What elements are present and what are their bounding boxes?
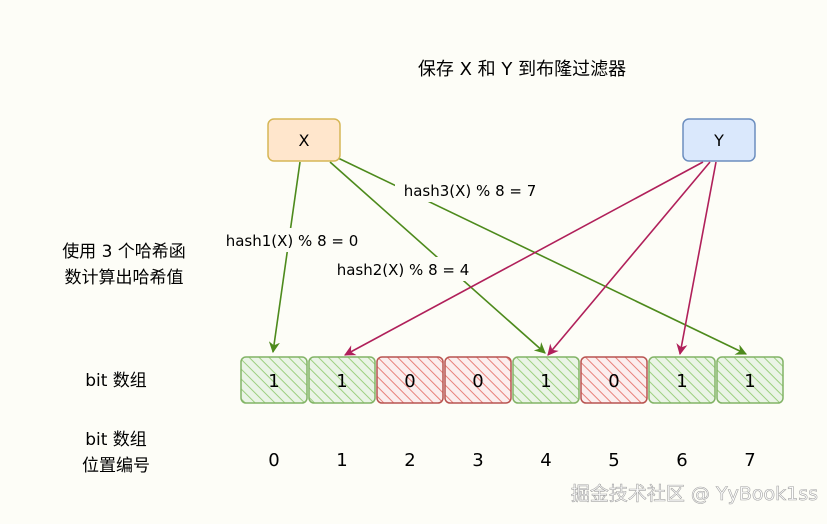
position-number-6: 6 xyxy=(676,450,687,471)
position-number-4: 4 xyxy=(540,450,551,471)
bit-cell-box-6 xyxy=(648,356,716,404)
x-node: X xyxy=(267,118,341,162)
bit-cell-box-2 xyxy=(376,356,444,404)
bit-cell-box-5 xyxy=(580,356,648,404)
bit-value-0: 1 xyxy=(268,371,279,392)
arrow-x-to-bit-0 xyxy=(268,161,301,354)
bit-value-4: 1 xyxy=(540,371,551,392)
bit-array: 1 1 0 0 1 0 1 1 xyxy=(240,356,784,404)
bit-cell-box-1 xyxy=(308,356,376,404)
bit-array-label: bit 数组 xyxy=(85,371,147,391)
bit-cell-1: 1 xyxy=(308,356,376,404)
bit-cell-0: 1 xyxy=(240,356,308,404)
diagram-title: 保存 X 和 Y 到布隆过滤器 xyxy=(418,59,626,80)
bit-cell-3: 0 xyxy=(444,356,512,404)
x-node-label: X xyxy=(299,131,310,150)
y-node-label: Y xyxy=(713,131,724,150)
bit-value-2: 0 xyxy=(404,371,415,392)
bit-cell-box-0 xyxy=(240,356,308,404)
bit-value-3: 0 xyxy=(472,371,483,392)
hash-note-line-1: 使用 3 个哈希函 xyxy=(62,241,186,262)
bit-cell-box-3 xyxy=(444,356,512,404)
position-number-5: 5 xyxy=(608,450,619,471)
hash3-label: hash3(X) % 8 = 7 xyxy=(404,182,537,200)
bit-cell-7: 1 xyxy=(716,356,784,404)
hash-label-h2: hash2(X) % 8 = 4 xyxy=(329,257,477,281)
arrow-y-to-bit-6 xyxy=(676,161,717,356)
bit-value-1: 1 xyxy=(336,371,347,392)
position-number-0: 0 xyxy=(268,450,279,471)
bit-value-5: 0 xyxy=(608,371,619,392)
hash1-label: hash1(X) % 8 = 0 xyxy=(226,232,359,250)
arrow-y-to-bit-1 xyxy=(344,161,704,356)
position-numbers: 0 1 2 3 4 5 6 7 xyxy=(268,450,755,471)
arrow-y-to-bit-4 xyxy=(547,161,711,356)
hash-note-line-2: 数计算出哈希值 xyxy=(65,268,184,288)
position-number-3: 3 xyxy=(472,450,483,471)
position-number-1: 1 xyxy=(336,450,347,471)
position-label-line-2: 位置编号 xyxy=(82,456,150,476)
hash2-label: hash2(X) % 8 = 4 xyxy=(337,261,470,279)
bit-cell-box-7 xyxy=(716,356,784,404)
watermark: 掘金技术社区 @ YyBook1ss xyxy=(571,483,818,505)
position-label-line-1: bit 数组 xyxy=(85,430,147,450)
bit-value-6: 1 xyxy=(676,371,687,392)
bit-value-7: 1 xyxy=(744,371,755,392)
bit-cell-4: 1 xyxy=(512,356,580,404)
y-hash-arrows xyxy=(344,161,717,356)
bit-cell-5: 0 xyxy=(580,356,648,404)
position-number-2: 2 xyxy=(404,450,415,471)
bit-cell-6: 1 xyxy=(648,356,716,404)
y-node: Y xyxy=(682,118,756,162)
hash-label-h3: hash3(X) % 8 = 7 xyxy=(395,178,545,202)
hash-label-h1: hash1(X) % 8 = 0 xyxy=(219,228,367,252)
bit-cell-2: 0 xyxy=(376,356,444,404)
position-number-7: 7 xyxy=(744,450,755,471)
bit-cell-box-4 xyxy=(512,356,580,404)
